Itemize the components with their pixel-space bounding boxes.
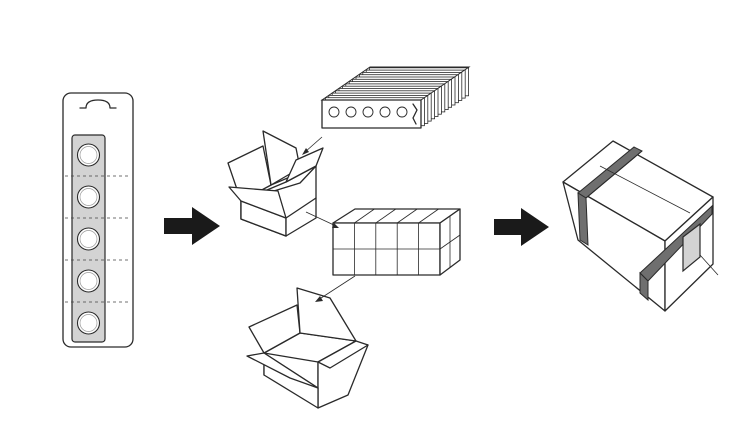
- perforation-lines: [65, 175, 131, 303]
- pointer-arrowhead: [315, 296, 323, 302]
- button-cells: [76, 143, 101, 335]
- button-cell-icon: [76, 269, 101, 293]
- right-arrow-icon: [164, 207, 220, 245]
- card-cell-icon: [379, 106, 391, 118]
- pointer-arrow: [304, 136, 323, 153]
- open-inner-box: [227, 130, 324, 237]
- right-arrow-icon: [494, 208, 549, 246]
- card-hook: [412, 103, 418, 125]
- stacked-cards: [320, 66, 471, 129]
- button-cell-icon: [76, 143, 101, 167]
- card-cell-icon: [328, 106, 340, 118]
- hang-hole: [79, 99, 117, 109]
- taped-master-carton: [562, 140, 719, 312]
- card-cell-icon: [362, 106, 374, 118]
- stacked-box-block: [332, 208, 461, 276]
- open-outer-box: [246, 287, 369, 409]
- blister-card: [62, 92, 134, 348]
- pointer-arrowhead: [302, 148, 309, 155]
- button-cell-icon: [76, 311, 101, 335]
- card-cell-icon: [345, 106, 357, 118]
- button-cell-icon: [76, 185, 101, 209]
- pointer-arrowhead: [332, 223, 339, 228]
- card-cell-icon: [396, 106, 408, 118]
- button-cell-icon: [76, 227, 101, 251]
- pointer-arrow: [317, 275, 356, 301]
- pointer-arrow: [305, 211, 337, 227]
- label-leader: [699, 254, 719, 276]
